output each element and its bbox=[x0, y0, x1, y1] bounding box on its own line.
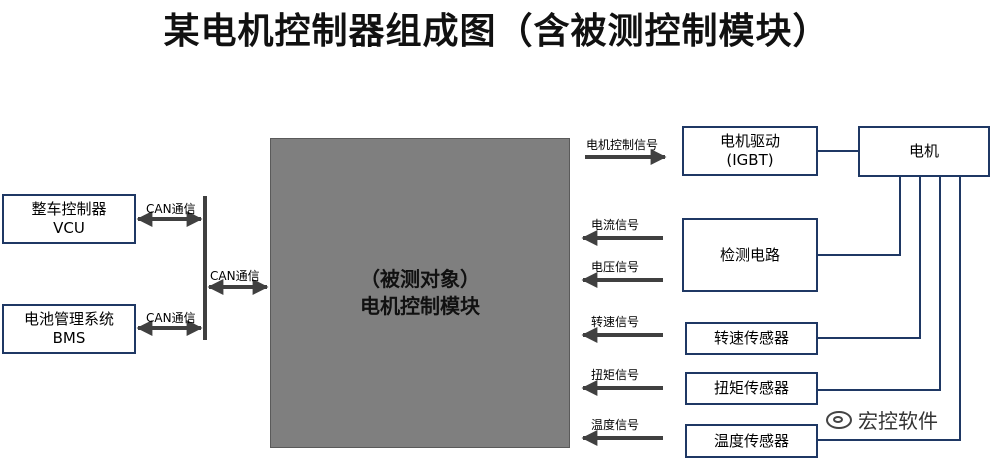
temp-label: 温度信号 bbox=[591, 418, 640, 432]
can-main-label: CAN通信 bbox=[210, 269, 260, 283]
can-vcu-label: CAN通信 bbox=[146, 202, 196, 216]
bms-box: 电池管理系统 BMS bbox=[2, 304, 136, 354]
motor-detect-line bbox=[818, 177, 901, 256]
module-name: 电机控制模块 bbox=[360, 294, 480, 318]
voltage-label: 电压信号 bbox=[591, 260, 640, 274]
motor-ctrl-label: 电机控制信号 bbox=[586, 138, 659, 152]
current-label: 电流信号 bbox=[591, 218, 640, 232]
watermark-text: 宏控软件 bbox=[858, 409, 938, 433]
motor-temp-line bbox=[818, 177, 961, 441]
motor-name: 电机 bbox=[908, 142, 939, 161]
torque-sensor-name: 扭矩传感器 bbox=[713, 379, 789, 398]
torque-sensor-box: 扭矩传感器 bbox=[685, 372, 818, 405]
vcu-box: 整车控制器 VCU bbox=[2, 194, 136, 244]
speed-label: 转速信号 bbox=[591, 315, 640, 329]
motor-box: 电机 bbox=[858, 126, 990, 177]
driver-type: (IGBT) bbox=[726, 151, 774, 169]
vcu-abbr: VCU bbox=[53, 219, 85, 237]
motor-torque-line bbox=[818, 177, 941, 391]
bms-abbr: BMS bbox=[52, 329, 86, 347]
module-subtitle: （被测对象） bbox=[360, 267, 480, 291]
detect-name: 检测电路 bbox=[719, 245, 780, 264]
driver-name: 电机驱动 bbox=[719, 132, 780, 151]
temp-sensor-box: 温度传感器 bbox=[685, 424, 818, 458]
speed-sensor-box: 转速传感器 bbox=[685, 322, 818, 355]
bms-name: 电池管理系统 bbox=[23, 310, 114, 329]
speed-sensor-name: 转速传感器 bbox=[713, 329, 789, 348]
watermark: 宏控软件 bbox=[826, 405, 938, 434]
motor-control-module: （被测对象） 电机控制模块 bbox=[270, 138, 570, 448]
can-bms-label: CAN通信 bbox=[146, 311, 196, 325]
vcu-name: 整车控制器 bbox=[31, 200, 107, 219]
temp-sensor-name: 温度传感器 bbox=[713, 431, 789, 450]
detect-box: 检测电路 bbox=[682, 218, 818, 292]
driver-box: 电机驱动 (IGBT) bbox=[682, 126, 818, 176]
torque-label: 扭矩信号 bbox=[591, 368, 640, 382]
motor-speed-line bbox=[818, 177, 921, 339]
diagram-title: 某电机控制器组成图（含被测控制模块） bbox=[163, 10, 830, 52]
wechat-icon bbox=[826, 410, 852, 429]
